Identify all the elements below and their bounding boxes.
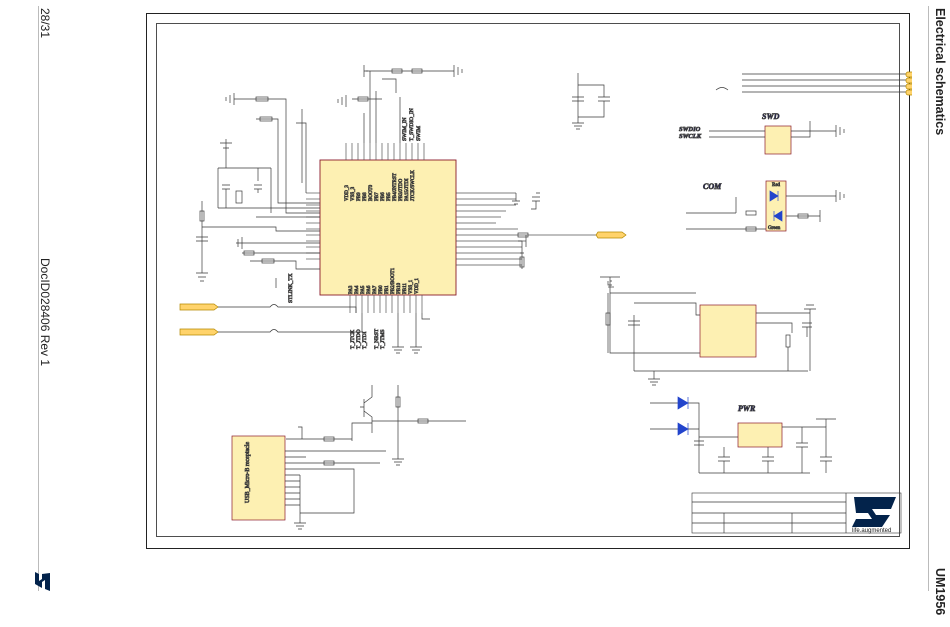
net-label: T_NRST: [374, 328, 380, 349]
logo-tagline: life.augmented: [852, 528, 891, 534]
mcu-pin-label: PA7: [373, 285, 378, 294]
page-number: 28/31: [38, 8, 52, 39]
swclk-label: SWCLK: [679, 133, 702, 140]
led-block: [765, 180, 787, 232]
schematic-diagram: VDD_3 VSS_3 PB9 PB8 BOOT0 PB7 PB6 PB5 PB…: [146, 13, 912, 549]
mcu-pin-label: PA3: [349, 285, 354, 294]
swdio-label: SWDIO: [679, 126, 701, 133]
led-green-label: Green: [768, 226, 781, 231]
mcu-pin-label: PB4/JNTRST: [393, 173, 398, 201]
mcu-pin-label: VDD_1: [415, 278, 420, 294]
net-label: SWIM_IN: [402, 117, 408, 141]
stlink-tx-net: STLINK_TX: [288, 273, 294, 303]
usb-label: USB_Micro-B receptacle: [245, 442, 251, 503]
mcu-pin-label: BOOT0: [369, 184, 374, 201]
section-title: Electrical schematics: [933, 8, 947, 136]
net-label: T_JTCK: [350, 330, 356, 349]
inner-frame: [156, 23, 900, 537]
led-red-label: Red: [772, 183, 781, 188]
mcu-pin-label: PB0: [379, 285, 384, 294]
net-label: T_JTDO: [356, 329, 362, 349]
mcu-pin-label: PB9: [357, 192, 362, 201]
swd-connector: [764, 125, 792, 155]
pwr-regulator: [737, 422, 783, 448]
mcu-pin-label: PB10: [397, 282, 402, 294]
left-margin-rule: [38, 6, 39, 591]
mcu-pin-label: PB3/JTDO: [399, 178, 404, 201]
regulator-chip: [699, 304, 757, 358]
mcu-pin-label: PB6: [381, 192, 386, 201]
title-block: [691, 492, 902, 534]
document-code: UM1956: [933, 568, 947, 616]
mcu-pin-label: PA15/JTDI: [405, 178, 410, 201]
mcu-pin-label: PB1: [385, 285, 390, 294]
swd-label: SWD: [762, 112, 780, 121]
mcu-pin-label: JTCK/SWCLK: [411, 170, 416, 201]
mcu-pin-label: PA6: [367, 285, 372, 294]
st-logo-icon: [852, 497, 896, 527]
mcu-pin-label: VSS_3: [351, 186, 356, 201]
right-margin-rule: [928, 6, 929, 591]
mcu-pin-label: VSS_1: [409, 279, 414, 294]
mcu-pin-label: PB2/BOOT1: [391, 267, 396, 294]
mcu-pin-label: PB8: [363, 192, 368, 201]
net-label: T_JTMS: [380, 329, 386, 349]
mcu-pin-label: PB11: [403, 283, 408, 294]
mcu-pin-label: VDD_3: [345, 185, 350, 201]
mcu-pin-label: PA5: [361, 285, 366, 294]
mcu-pin-label: PB5: [387, 192, 392, 201]
net-label: T_JTDI: [362, 331, 368, 349]
document-id: DocID028406 Rev 1: [38, 258, 52, 367]
mcu-pin-label: PB7: [375, 192, 380, 201]
com-label: COM: [703, 182, 722, 191]
st-logo-icon: [35, 572, 50, 591]
net-label: T_SWDIO_IN: [409, 108, 415, 141]
outer-frame: [146, 13, 910, 549]
usb-connector: [231, 435, 286, 521]
mcu-chip: [319, 159, 457, 296]
mcu-pin-label: PA4: [355, 285, 360, 294]
net-label: SWIM: [416, 126, 422, 141]
pwr-label: PWR: [738, 404, 756, 413]
